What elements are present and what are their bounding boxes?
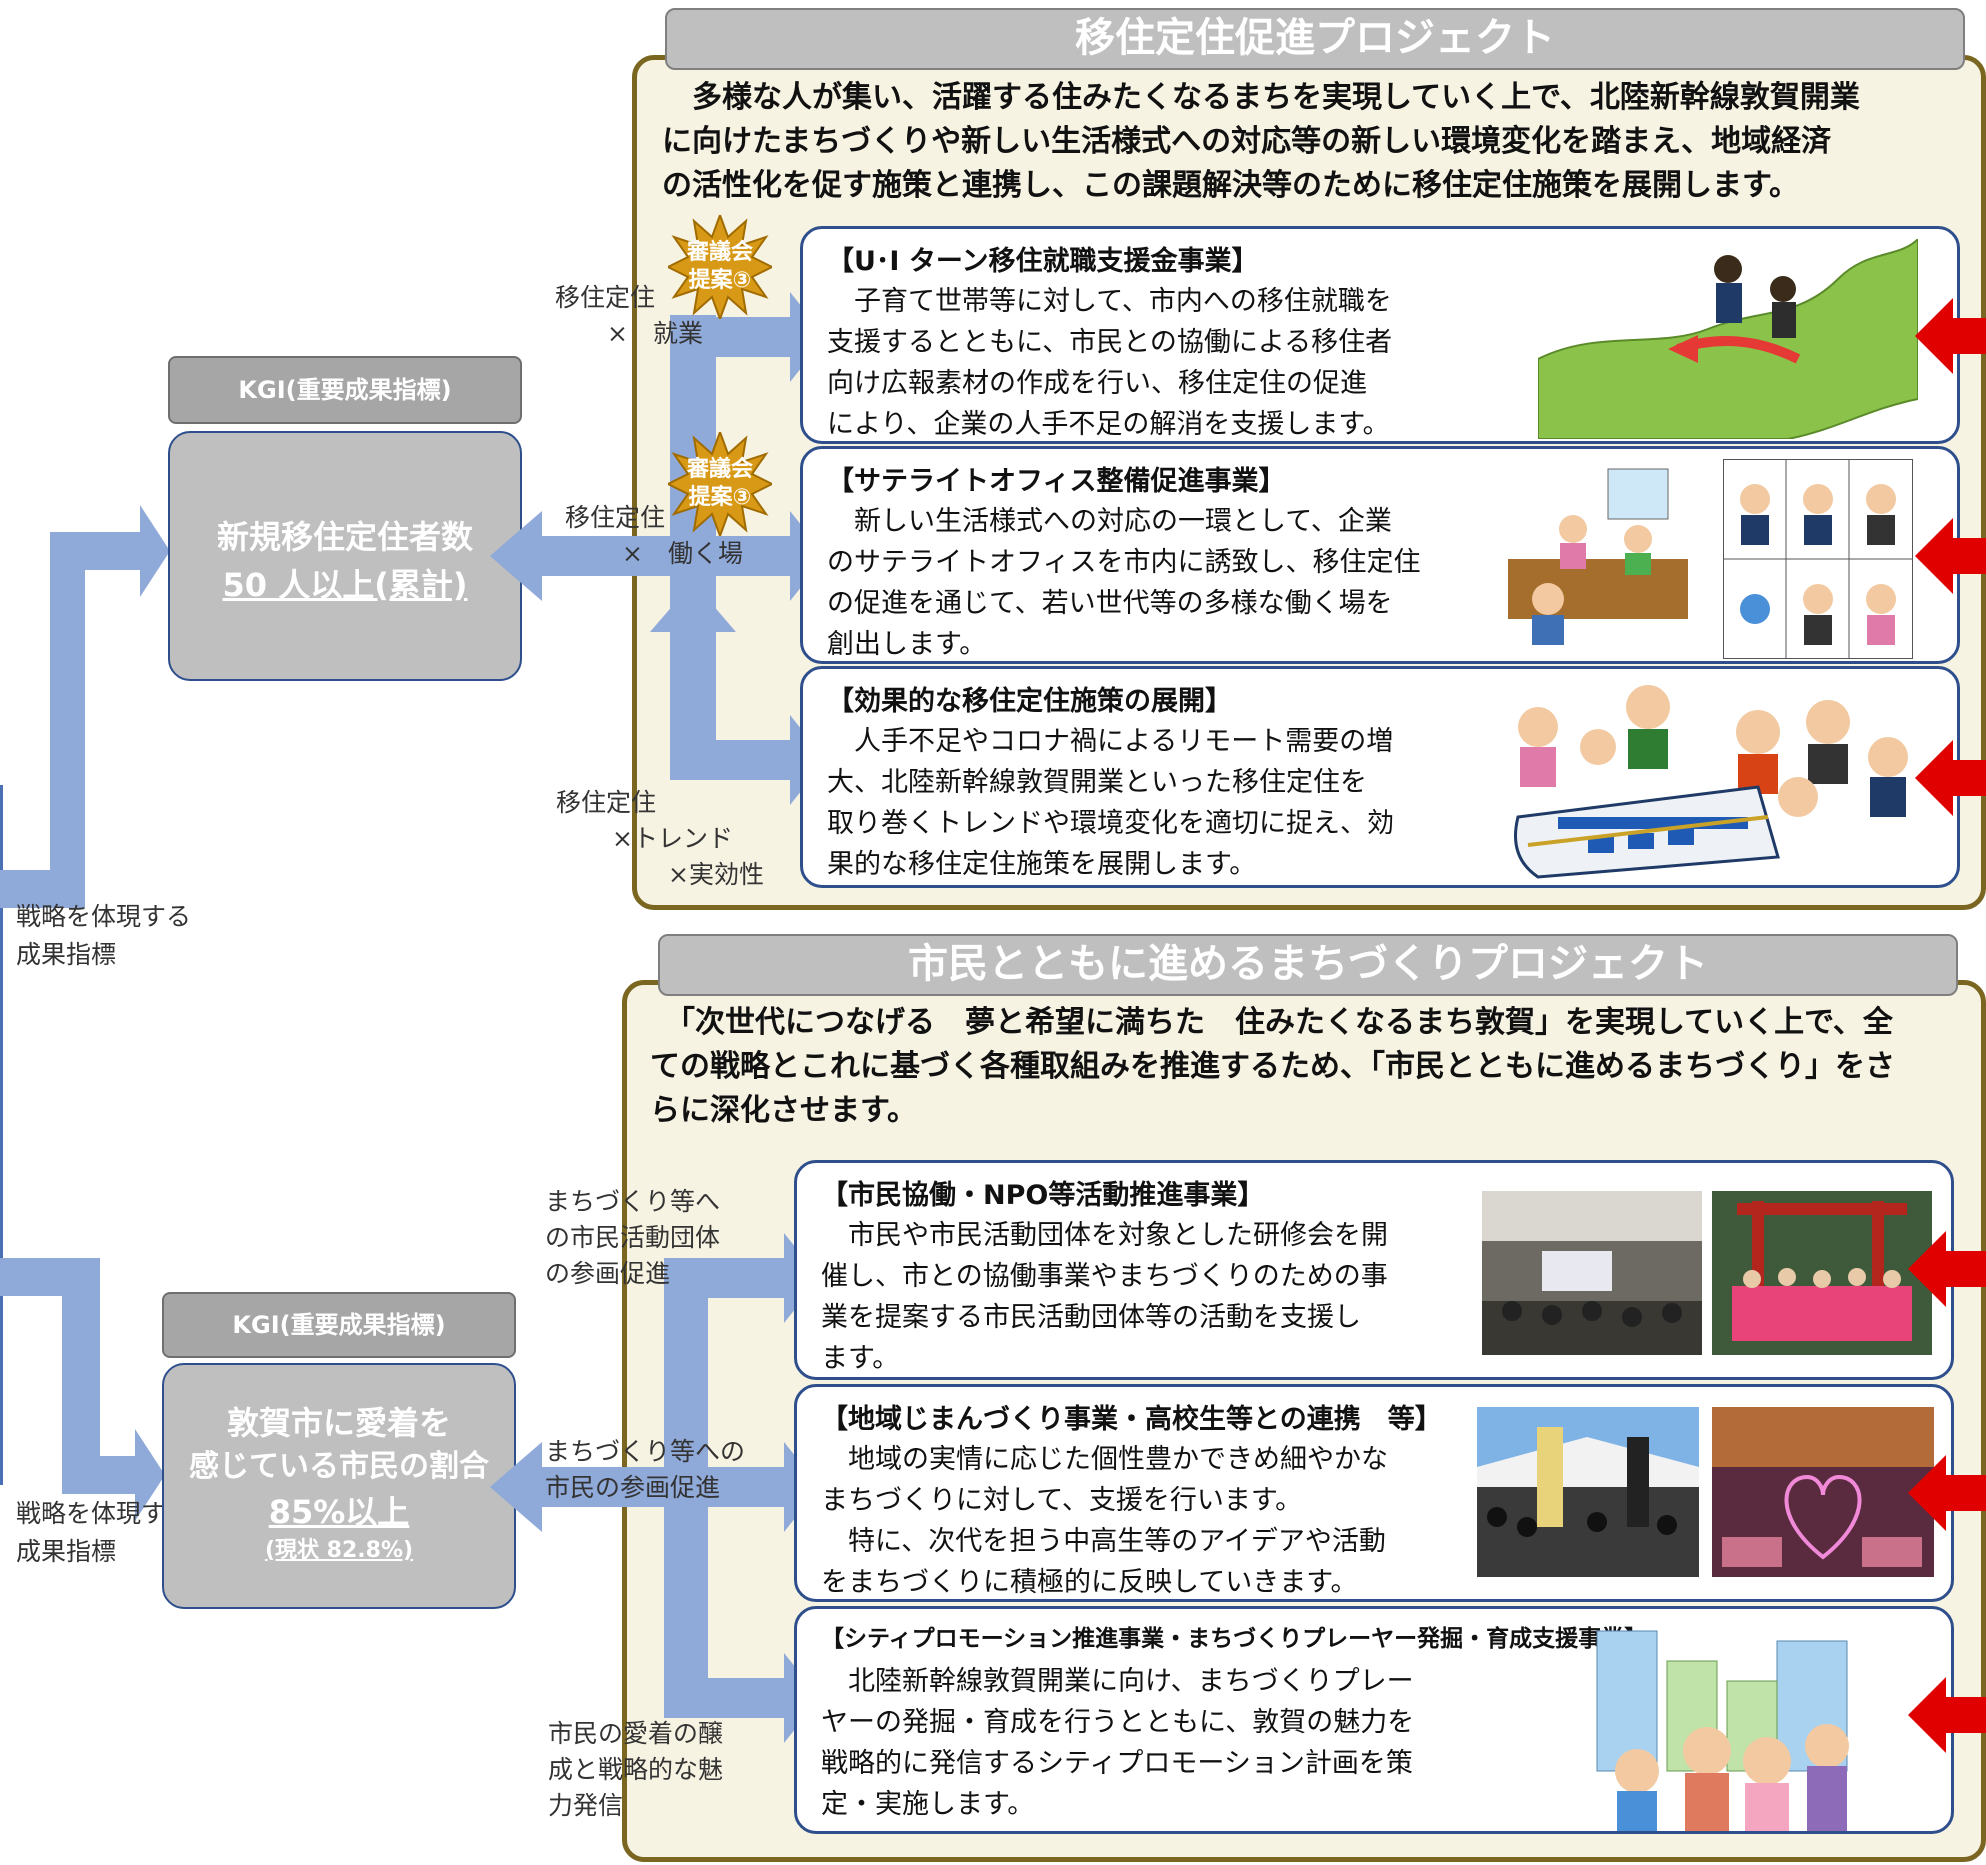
connector-label: 移住定住 ×トレンド ×実効性 (556, 788, 764, 889)
connector-bar (664, 1678, 794, 1718)
card-title: 【効果的な移住定住施策の展開】 (827, 686, 1232, 717)
kgi-label: KGI(重要成果指標) (168, 356, 522, 424)
connector-bar (540, 536, 800, 576)
group-photo (1712, 1191, 1932, 1355)
festival-photo (1477, 1407, 1699, 1577)
connector-label: 市民の愛着の醸成と戦略的な魅力発信 (548, 1719, 724, 1820)
connector-label: まちづくり等への市民活動団体の参画促進 (545, 1187, 721, 1288)
kgi-title: 敦賀市に愛着を (226, 1404, 451, 1442)
connector-bar (670, 740, 800, 780)
kgi-title: 感じている市民の割合 (189, 1449, 489, 1484)
project-title: 移住定住促進プロジェクト (665, 8, 1965, 70)
card-description: 地域の実情に応じた個性豊かできめ細やかなまちづくりに対して、支援を行います。 特… (821, 1444, 1388, 1598)
connector-bar (670, 317, 800, 357)
project-card: 【市民協働・NPO等活動推進事業】 市民や市民活動団体を対象とした研修会を開催し… (794, 1160, 1954, 1380)
project-intro: 「次世代につなげる 夢と希望に満ちた 住みたくなるまち敦賀」を実現していく上で、… (650, 1005, 1895, 1128)
connector-bar (62, 1456, 142, 1494)
connector-label: まちづくり等への市民の参画促進 (545, 1437, 746, 1502)
arrow-head (490, 1442, 542, 1532)
red-arrow-icon (1915, 298, 1986, 374)
kgi-box: 敦賀市に愛着を 感じている市民の割合 85%以上 (現状 82.8%) (162, 1363, 516, 1609)
illumination-photo (1712, 1407, 1934, 1577)
connector-bar (664, 1258, 794, 1298)
kgi-target: 50 人以上(累計) (222, 566, 468, 604)
connector-bar (50, 532, 150, 570)
kgi-title: 新規移住定住者数 (216, 518, 473, 556)
crowd-train-illustration (1514, 685, 1908, 879)
card-title: 【シティプロモーション推進事業・まちづくりプレーヤー発掘・育成支援事業】 (821, 1626, 1648, 1652)
card-description: 新しい生活様式への対応の一環として、企業のサテライトオフィスを市内に誘致し、移住… (827, 506, 1421, 660)
connector-bar (670, 628, 716, 743)
left-edge-line (0, 785, 3, 1485)
remote-work-illustration (1723, 459, 1913, 659)
side-label-upper: 戦略を体現する成果指標 (16, 902, 192, 969)
card-title: 【地域じまんづくり事業・高校生等との連携 等】 (821, 1404, 1442, 1435)
connector-label: 移住定住× 就業 (555, 283, 703, 348)
badge-starburst: 審議会 提案③ (665, 212, 775, 322)
arrow-head (135, 1429, 165, 1521)
card-description: 市民や市民活動団体を対象とした研修会を開催し、市との協働事業やまちづくりのための… (821, 1220, 1388, 1374)
project-card: 【シティプロモーション推進事業・まちづくりプレーヤー発掘・育成支援事業】 北陸新… (794, 1606, 1954, 1834)
red-arrow-icon (1915, 518, 1986, 594)
red-arrow-icon (1915, 740, 1986, 816)
card-title: 【U･I ターン移住就職支援金事業】 (827, 246, 1259, 277)
connector-bar (62, 1258, 100, 1494)
project-card: 【U･I ターン移住就職支援金事業】 子育て世帯等に対して、市内への移住就職を支… (800, 226, 1960, 444)
seminar-photo (1482, 1191, 1702, 1355)
community-city-illustration (1596, 1630, 1849, 1831)
project-card: 【地域じまんづくり事業・高校生等との連携 等】 地域の実情に応じた個性豊かできめ… (794, 1384, 1954, 1602)
card-description: 人手不足やコロナ禍によるリモート需要の増大、北陸新幹線敦賀開業といった移住定住を… (827, 726, 1394, 880)
kgi-target: 85%以上 (268, 1493, 410, 1531)
project-intro: 多様な人が集い、活躍する住みたくなるまちを実現していく上で、北陸新幹線敦賀開業 … (662, 80, 1860, 203)
arrow-head (490, 511, 542, 601)
card-title: 【サテライトオフィス整備促進事業】 (827, 466, 1286, 497)
relocation-map-illustration (1538, 239, 1918, 439)
connector-bar (50, 532, 85, 908)
connector-bar (540, 1467, 794, 1507)
card-title: 【市民協働・NPO等活動推進事業】 (821, 1180, 1265, 1211)
badge-starburst: 審議会 提案③ (665, 429, 775, 539)
connector-label: 移住定住× 働く場 (565, 503, 743, 568)
red-arrow-icon (1908, 1455, 1986, 1531)
office-meeting-illustration (1508, 468, 1688, 645)
card-description: 子育て世帯等に対して、市内への移住就職を支援するとともに、市民との協働による移住… (827, 286, 1393, 440)
red-arrow-icon (1908, 1677, 1986, 1753)
card-description: 北陸新幹線敦賀開業に向け、まちづくりプレーヤーの発掘・育成を行うとともに、敦賀の… (821, 1666, 1415, 1820)
arrow-head (650, 582, 736, 632)
kgi-box: 新規移住定住者数 50 人以上(累計) (168, 431, 522, 681)
kgi-current: (現状 82.8%) (264, 1538, 414, 1563)
arrow-head (140, 505, 170, 597)
project-card: 【サテライトオフィス整備促進事業】 新しい生活様式への対応の一環として、企業のサ… (800, 446, 1960, 664)
side-label-lower: 戦略を体現する成果指標 (16, 1499, 192, 1566)
red-arrow-icon (1908, 1231, 1986, 1307)
kgi-label: KGI(重要成果指標) (162, 1292, 516, 1358)
project-card: 【効果的な移住定住施策の展開】 人手不足やコロナ禍によるリモート需要の増大、北陸… (800, 666, 1960, 888)
project-title: 市民とともに進めるまちづくりプロジェクト (658, 934, 1958, 996)
